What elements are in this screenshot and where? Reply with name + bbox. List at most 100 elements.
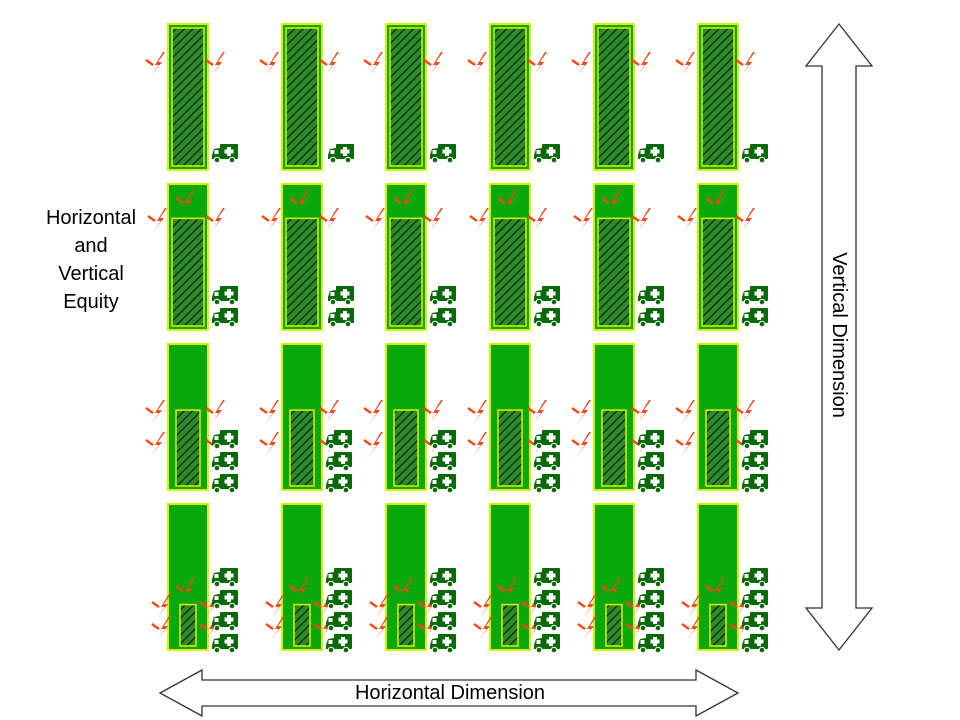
- inner-hatched-bar: [701, 27, 735, 167]
- inner-hatched-bar: [397, 603, 415, 647]
- side-title-line-1: Horizontal: [45, 207, 137, 229]
- lightning-bolt-icon: [175, 578, 195, 602]
- lightning-bolt-icon: [521, 616, 541, 640]
- ambulance-icon: [212, 144, 238, 164]
- ambulance-icon: [326, 612, 352, 632]
- lightning-bolt-icon: [145, 400, 165, 424]
- inner-hatched-bar: [601, 409, 627, 487]
- lightning-bolt-icon: [577, 616, 597, 640]
- inner-hatched-bar: [285, 27, 319, 167]
- ambulance-icon: [326, 430, 352, 450]
- inner-hatched-bar: [179, 603, 197, 647]
- ambulance-icon: [534, 568, 560, 588]
- lightning-bolt-icon: [259, 432, 279, 456]
- ambulance-icon: [638, 452, 664, 472]
- side-title-line-4: Equity: [63, 291, 119, 313]
- ambulance-icon: [212, 590, 238, 610]
- lightning-bolt-icon: [259, 400, 279, 424]
- lightning-bolt-icon: [497, 578, 517, 602]
- vertical-dimension-label: Vertical Dimension: [828, 252, 850, 418]
- ambulance-icon: [534, 430, 560, 450]
- lightning-bolt-icon: [675, 52, 695, 76]
- ambulance-icon: [742, 144, 768, 164]
- lightning-bolt-icon: [601, 190, 621, 214]
- lightning-bolt-icon: [705, 578, 725, 602]
- lightning-bolt-icon: [571, 52, 591, 76]
- inner-hatched-bar: [705, 409, 731, 487]
- lightning-bolt-icon: [319, 52, 339, 76]
- inner-hatched-bar: [171, 217, 205, 327]
- lightning-bolt-icon: [265, 616, 285, 640]
- lightning-bolt-icon: [625, 616, 645, 640]
- inner-hatched-bar: [175, 409, 201, 487]
- lightning-bolt-icon: [393, 190, 413, 214]
- ambulance-icon: [430, 590, 456, 610]
- lightning-bolt-icon: [145, 52, 165, 76]
- lightning-bolt-icon: [573, 208, 593, 232]
- ambulance-icon: [534, 474, 560, 494]
- ambulance-icon: [430, 286, 456, 306]
- ambulance-icon: [212, 430, 238, 450]
- ambulance-icon: [742, 590, 768, 610]
- ambulance-icon: [328, 286, 354, 306]
- ambulance-icon: [534, 308, 560, 328]
- ambulance-icon: [638, 568, 664, 588]
- side-title-line-2: and: [74, 235, 108, 257]
- ambulance-icon: [430, 612, 456, 632]
- lightning-bolt-icon: [473, 616, 493, 640]
- lightning-bolt-icon: [363, 400, 383, 424]
- lightning-bolt-icon: [259, 52, 279, 76]
- lightning-bolt-icon: [467, 400, 487, 424]
- inner-hatched-bar: [497, 409, 523, 487]
- lightning-bolt-icon: [729, 594, 749, 618]
- ambulance-icon: [638, 308, 664, 328]
- lightning-bolt-icon: [577, 594, 597, 618]
- ambulance-icon: [212, 452, 238, 472]
- lightning-bolt-icon: [675, 432, 695, 456]
- lightning-bolt-icon: [205, 52, 225, 76]
- lightning-bolt-icon: [175, 190, 195, 214]
- ambulance-icon: [534, 144, 560, 164]
- lightning-bolt-icon: [151, 616, 171, 640]
- ambulance-icon: [326, 568, 352, 588]
- lightning-bolt-icon: [631, 208, 651, 232]
- ambulance-icon: [742, 452, 768, 472]
- horizontal-dimension-arrow: [158, 668, 740, 718]
- lightning-bolt-icon: [393, 578, 413, 602]
- lightning-bolt-icon: [527, 208, 547, 232]
- ambulance-icon: [326, 474, 352, 494]
- ambulance-icon: [430, 308, 456, 328]
- ambulance-icon: [742, 474, 768, 494]
- lightning-bolt-icon: [363, 432, 383, 456]
- inner-hatched-bar: [393, 409, 419, 487]
- ambulance-icon: [212, 612, 238, 632]
- inner-hatched-bar: [701, 217, 735, 327]
- ambulance-icon: [430, 474, 456, 494]
- lightning-bolt-icon: [735, 52, 755, 76]
- horizontal-dimension-label: Horizontal Dimension: [354, 682, 546, 704]
- ambulance-icon: [212, 308, 238, 328]
- bar-grid: [145, 23, 768, 654]
- lightning-bolt-icon: [423, 52, 443, 76]
- ambulance-icon: [534, 452, 560, 472]
- ambulance-icon: [212, 634, 238, 654]
- inner-hatched-bar: [493, 217, 527, 327]
- ambulance-icon: [328, 144, 354, 164]
- ambulance-icon: [742, 286, 768, 306]
- ambulance-icon: [638, 474, 664, 494]
- ambulance-icon: [326, 634, 352, 654]
- lightning-bolt-icon: [527, 400, 547, 424]
- inner-hatched-bar: [293, 603, 311, 647]
- ambulance-icon: [430, 430, 456, 450]
- ambulance-icon: [638, 612, 664, 632]
- lightning-bolt-icon: [289, 190, 309, 214]
- lightning-bolt-icon: [681, 594, 701, 618]
- lightning-bolt-icon: [527, 52, 547, 76]
- lightning-bolt-icon: [675, 400, 695, 424]
- lightning-bolt-icon: [199, 594, 219, 618]
- ambulance-icon: [326, 452, 352, 472]
- lightning-bolt-icon: [631, 52, 651, 76]
- lightning-bolt-icon: [677, 208, 697, 232]
- ambulance-icon: [534, 634, 560, 654]
